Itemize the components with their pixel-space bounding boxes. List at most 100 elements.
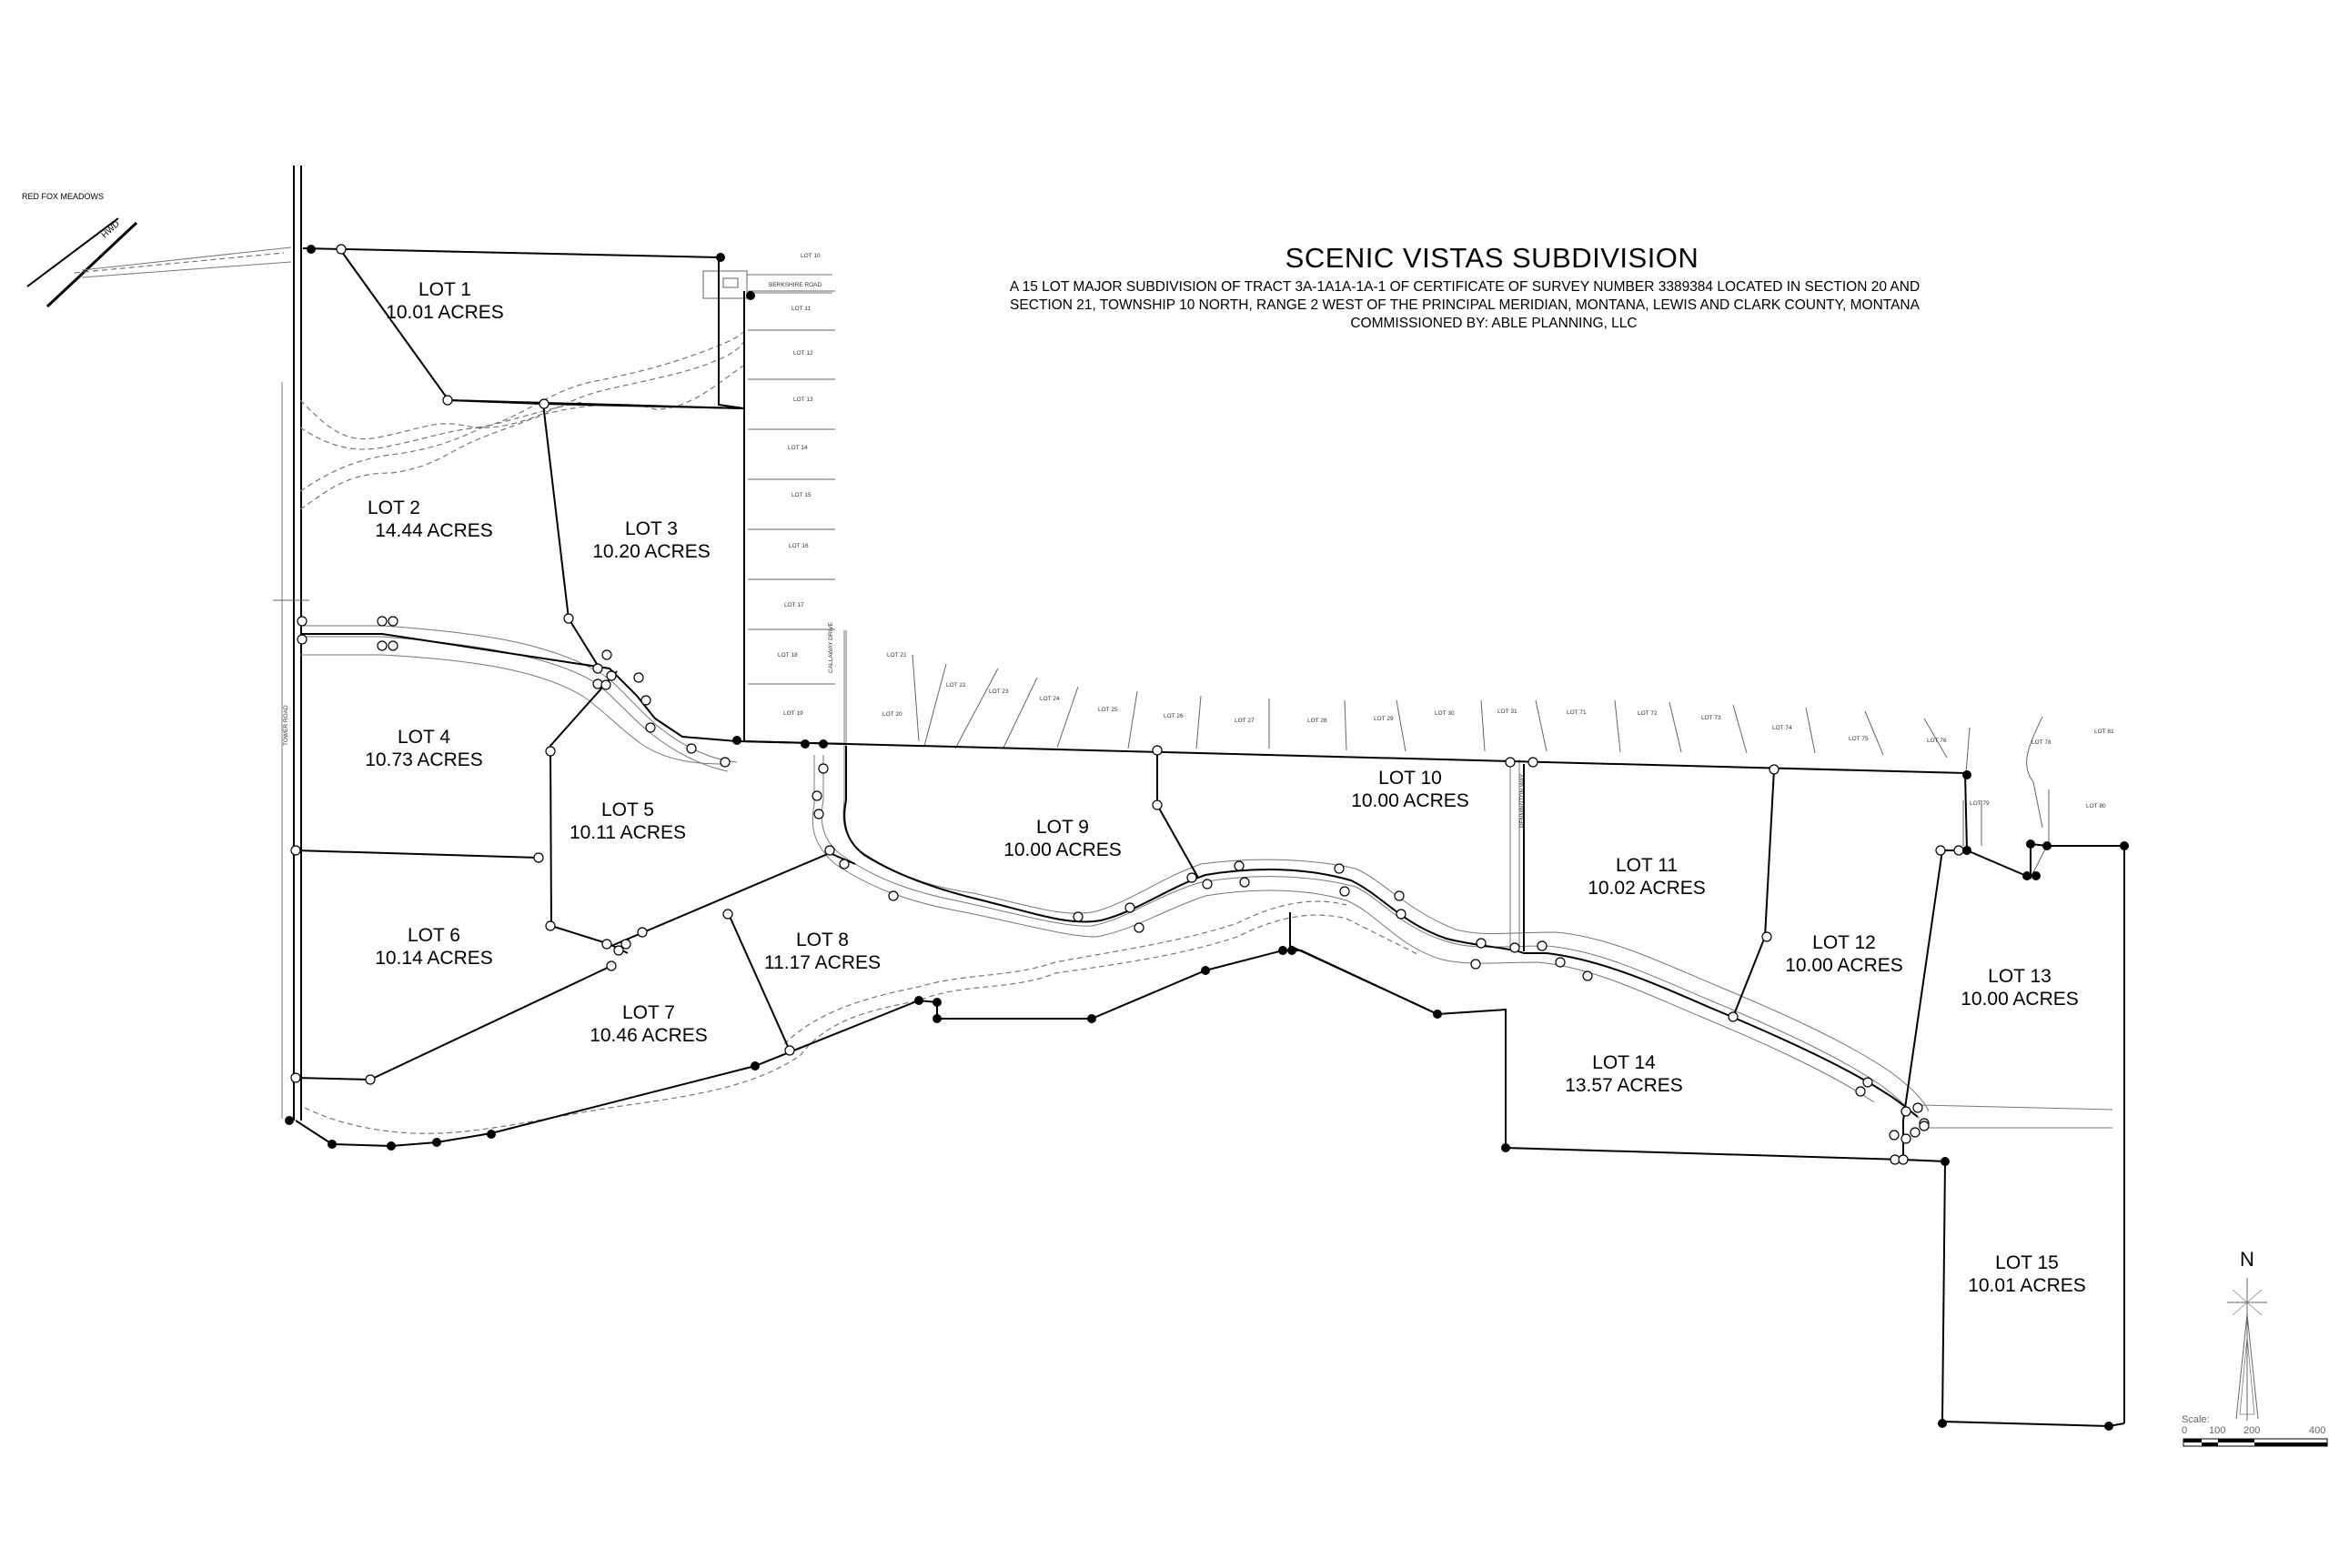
scale-tick-label: 100 bbox=[2209, 1425, 2225, 1436]
svg-text:LOT 14: LOT 14 bbox=[1592, 1052, 1656, 1073]
hwd-label: HWD bbox=[100, 219, 122, 240]
plat-title: SCENIC VISTAS SUBDIVISION bbox=[1285, 242, 1699, 274]
berkshire-road-label: BERKSHIRE ROAD bbox=[769, 282, 822, 288]
neighbor-lot-label: LOT 21 bbox=[887, 652, 907, 658]
red-fox-meadows-label: RED FOX MEADOWS bbox=[22, 192, 104, 201]
scale-label: Scale: bbox=[2182, 1414, 2210, 1425]
svg-text:10.73 ACRES: 10.73 ACRES bbox=[365, 749, 483, 770]
neighbor-lot-label: LOT 29 bbox=[1374, 716, 1394, 722]
svg-text:LOT 15: LOT 15 bbox=[1995, 1252, 2059, 1273]
neighbor-lot-label: LOT 16 bbox=[789, 543, 809, 549]
scale-tick-label: 200 bbox=[2243, 1425, 2260, 1436]
neighbor-lot-label: LOT 24 bbox=[1040, 696, 1060, 702]
neighbor-lot-label: LOT 80 bbox=[2086, 803, 2106, 809]
lot-5-label: LOT 510.11 ACRES bbox=[570, 799, 686, 843]
svg-text:LOT 5: LOT 5 bbox=[601, 799, 654, 820]
neighbor-lot-label: LOT 27 bbox=[1235, 718, 1255, 724]
scale-tick-label: 400 bbox=[2309, 1425, 2325, 1436]
lot-6-label: LOT 610.14 ACRES bbox=[375, 925, 493, 969]
neighbor-lot-label: LOT 10 bbox=[801, 253, 821, 259]
neighbor-lot-label: LOT 81 bbox=[2094, 729, 2114, 735]
neighbor-lot-label: LOT 26 bbox=[1164, 713, 1184, 719]
west-road-label: TOWER ROAD bbox=[283, 705, 289, 746]
neighbor-lot-label: LOT 11 bbox=[791, 306, 811, 312]
svg-text:LOT 6: LOT 6 bbox=[408, 925, 460, 946]
svg-text:LOT 3: LOT 3 bbox=[625, 518, 678, 539]
svg-text:LOT 4: LOT 4 bbox=[398, 727, 450, 748]
lot-boundaries bbox=[295, 247, 2125, 1428]
svg-text:10.20 ACRES: 10.20 ACRES bbox=[592, 541, 711, 562]
north-neighbor-lots: LOT 21 LOT 20 LOT 22 LOT 23 LOT 24 LOT 2… bbox=[845, 630, 2114, 846]
svg-text:LOT 10: LOT 10 bbox=[1378, 768, 1442, 789]
svg-text:10.00 ACRES: 10.00 ACRES bbox=[1961, 989, 2079, 1010]
svg-text:10.00 ACRES: 10.00 ACRES bbox=[1003, 839, 1122, 860]
svg-text:10.46 ACRES: 10.46 ACRES bbox=[590, 1025, 708, 1046]
survey-monuments bbox=[285, 244, 2129, 1431]
svg-text:10.01 ACRES: 10.01 ACRES bbox=[1968, 1275, 2086, 1296]
neighbor-lot-label: LOT 14 bbox=[788, 445, 808, 451]
neighbor-lot-label: LOT 31 bbox=[1497, 709, 1517, 715]
svg-text:LOT 12: LOT 12 bbox=[1812, 932, 1876, 953]
plat-commissioned-by: COMMISSIONED BY: ABLE PLANNING, LLC bbox=[1350, 316, 1637, 331]
lot-1-label: LOT 110.01 ACRES bbox=[386, 279, 504, 323]
neighbor-lot-label: LOT 30 bbox=[1435, 710, 1455, 717]
neighbor-lot-label: LOT 78 bbox=[2032, 739, 2052, 746]
neighbor-lot-label: LOT 25 bbox=[1098, 707, 1118, 713]
svg-text:LOT 1: LOT 1 bbox=[418, 279, 471, 300]
lot-2-label: LOT 214.44 ACRES bbox=[368, 498, 493, 541]
lot-7-label: LOT 710.46 ACRES bbox=[590, 1002, 708, 1046]
neighbor-lot-label: LOT 79 bbox=[1970, 800, 1990, 807]
neighbor-lot-label: LOT 13 bbox=[793, 397, 813, 403]
neighbor-lot-label: LOT 22 bbox=[946, 682, 966, 689]
neighbor-lot-label: LOT 71 bbox=[1567, 709, 1587, 716]
svg-text:10.01 ACRES: 10.01 ACRES bbox=[386, 302, 504, 323]
neighbor-lot-label: LOT 23 bbox=[989, 689, 1009, 695]
lot-3-label: LOT 310.20 ACRES bbox=[592, 518, 711, 562]
neighbor-lot-label: LOT 18 bbox=[778, 652, 798, 658]
svg-text:10.02 ACRES: 10.02 ACRES bbox=[1588, 878, 1706, 899]
north-label: N bbox=[2240, 1248, 2254, 1271]
lot-4-label: LOT 410.73 ACRES bbox=[365, 727, 483, 770]
lot-9-label: LOT 910.00 ACRES bbox=[1003, 817, 1122, 860]
svg-text:LOT 13: LOT 13 bbox=[1988, 966, 2052, 987]
callaway-drive-label: CALLAWAY DRIVE bbox=[828, 621, 834, 673]
berkshire-road: BERKSHIRE ROAD bbox=[702, 270, 832, 299]
svg-text:LOT 8: LOT 8 bbox=[796, 930, 849, 950]
plat-description-line-2: SECTION 21, TOWNSHIP 10 NORTH, RANGE 2 W… bbox=[1010, 297, 1921, 313]
north-arrow: N bbox=[2227, 1248, 2267, 1421]
svg-text:10.11 ACRES: 10.11 ACRES bbox=[570, 822, 686, 843]
svg-text:13.57 ACRES: 13.57 ACRES bbox=[1565, 1075, 1683, 1096]
plat-description-line-1: A 15 LOT MAJOR SUBDIVISION OF TRACT 3A-1… bbox=[1010, 279, 1920, 295]
neighbor-lot-label: LOT 17 bbox=[784, 602, 804, 608]
scale-bar: Scale: 0 100 200 400 bbox=[2182, 1414, 2328, 1447]
neighbor-lot-label: LOT 15 bbox=[791, 492, 812, 498]
neighbor-lot-label: LOT 74 bbox=[1772, 725, 1792, 731]
neighbor-lot-label: LOT 72 bbox=[1638, 710, 1658, 717]
svg-text:10.14 ACRES: 10.14 ACRES bbox=[375, 948, 493, 969]
svg-text:14.44 ACRES: 14.44 ACRES bbox=[375, 520, 493, 541]
svg-text:LOT 2: LOT 2 bbox=[368, 498, 420, 518]
neighbor-lot-label: LOT 75 bbox=[1849, 736, 1869, 742]
neighbor-lot-label: LOT 76 bbox=[1927, 738, 1947, 744]
neighbor-lot-label: LOT 20 bbox=[882, 711, 902, 718]
svg-text:10.00 ACRES: 10.00 ACRES bbox=[1351, 790, 1469, 811]
svg-text:10.00 ACRES: 10.00 ACRES bbox=[1785, 955, 1903, 976]
neighbor-lot-label: LOT 19 bbox=[783, 710, 803, 717]
scale-tick-label: 0 bbox=[2182, 1425, 2187, 1436]
title-block: SCENIC VISTAS SUBDIVISION A 15 LOT MAJOR… bbox=[1010, 242, 1921, 331]
lot-8-label: LOT 811.17 ACRES bbox=[764, 930, 881, 973]
lot-labels: LOT 110.01 ACRES LOT 214.44 ACRES LOT 31… bbox=[365, 279, 2086, 1296]
svg-text:11.17 ACRES: 11.17 ACRES bbox=[764, 952, 881, 973]
neighbor-lot-label: LOT 73 bbox=[1701, 715, 1721, 721]
contour-lines bbox=[299, 327, 1420, 1134]
svg-text:LOT 11: LOT 11 bbox=[1616, 855, 1678, 876]
svg-text:LOT 9: LOT 9 bbox=[1036, 817, 1089, 838]
pennington-way-label: PENNINGTON WAY bbox=[1519, 773, 1526, 828]
red-fox-meadows-road: RED FOX MEADOWS HWD bbox=[22, 192, 292, 308]
neighbor-lot-label: LOT 28 bbox=[1307, 718, 1327, 724]
